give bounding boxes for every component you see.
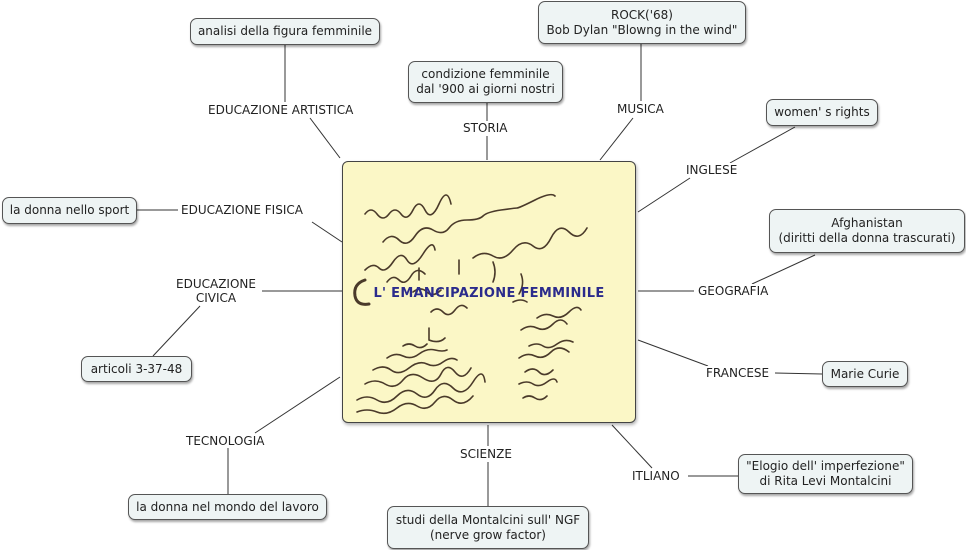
link-label-tecnologia: TECNOLOGIA (184, 434, 267, 448)
node-text-line-2: (nerve grow factor) (429, 527, 546, 542)
node-analisi-figura-femminile[interactable]: analisi della figura femminile (190, 18, 380, 45)
node-marie-curie[interactable]: Marie Curie (822, 361, 908, 387)
node-text: la donna nello sport (9, 203, 130, 217)
connector-tecnologia-center (254, 376, 341, 434)
node-rock-68[interactable]: ROCK('68) Bob Dylan "Blowng in the wind" (538, 1, 746, 44)
central-concept-node[interactable]: L' EMANCIPAZIONE FEMMINILE (342, 161, 636, 423)
node-articoli[interactable]: articoli 3-37-48 (81, 356, 192, 382)
link-label-francese: FRANCESE (704, 366, 772, 380)
connector-musica-center (599, 117, 634, 161)
link-label-educazione-fisica: EDUCAZIONE FISICA (179, 203, 305, 217)
node-donna-nello-sport[interactable]: la donna nello sport (2, 197, 137, 224)
connector-francese-box (774, 372, 823, 375)
link-label-line-2: CIVICA (195, 291, 237, 305)
node-text-line-1: Afghanistan (831, 216, 903, 230)
node-text-line-1: studi della Montalcini sull' NGF (395, 512, 581, 527)
node-text-line-2: (diritti della donna trascurati) (778, 231, 956, 245)
calligram-image (353, 193, 588, 415)
connector-geografia-top (751, 254, 816, 285)
node-text: analisi della figura femminile (197, 24, 373, 38)
connector-civica-box (152, 305, 201, 357)
node-text-line-2: di Rita Levi Montalcini (759, 474, 892, 488)
link-label-educazione-artistica: EDUCAZIONE ARTISTICA (206, 103, 356, 117)
link-label-scienze: SCIENZE (458, 447, 514, 461)
connector-italiano-center (611, 424, 653, 469)
node-text: la donna nel mondo del lavoro (136, 499, 319, 514)
node-donna-mondo-lavoro[interactable]: la donna nel mondo del lavoro (128, 494, 327, 520)
link-label-educazione-civica: EDUCAZIONE CIVICA (174, 277, 258, 305)
link-label-geografia: GEOGRAFIA (696, 284, 771, 298)
node-text: articoli 3-37-48 (90, 361, 183, 376)
connector-francese-center (637, 339, 709, 367)
node-text: Marie Curie (830, 366, 900, 381)
node-studi-montalcini[interactable]: studi della Montalcini sull' NGF (nerve … (387, 506, 589, 549)
node-afghanistan[interactable]: Afghanistan (diritti della donna trascur… (769, 209, 965, 253)
node-text-line-1: "Elogio dell' imperfezione" (746, 459, 905, 473)
node-elogio-imperfezione[interactable]: "Elogio dell' imperfezione" di Rita Levi… (738, 454, 913, 494)
node-text-line-2: dal '900 ai giorni nostri (416, 82, 555, 96)
link-label-musica: MUSICA (615, 102, 666, 116)
connector-inglese-center (637, 177, 691, 213)
connector-fisica-center (311, 221, 343, 243)
connector-artistica-center (309, 117, 341, 159)
link-label-line-1: EDUCAZIONE (176, 277, 256, 291)
node-womens-rights[interactable]: women' s rights (766, 99, 878, 126)
node-text-line-1: condizione femminile (421, 67, 550, 81)
link-label-storia: STORIA (461, 121, 510, 135)
connector-inglese-top (729, 126, 796, 164)
node-text-line-1: ROCK('68) (611, 7, 673, 22)
link-label-inglese: INGLESE (684, 163, 740, 177)
node-condizione-femminile[interactable]: condizione femminile dal '900 ai giorni … (408, 61, 563, 103)
central-concept-title: L' EMANCIPAZIONE FEMMINILE (373, 286, 605, 301)
node-text-line-2: Bob Dylan "Blowng in the wind" (546, 22, 738, 37)
node-text: women' s rights (774, 105, 870, 119)
link-label-italiano: ITLIANO (630, 469, 682, 483)
